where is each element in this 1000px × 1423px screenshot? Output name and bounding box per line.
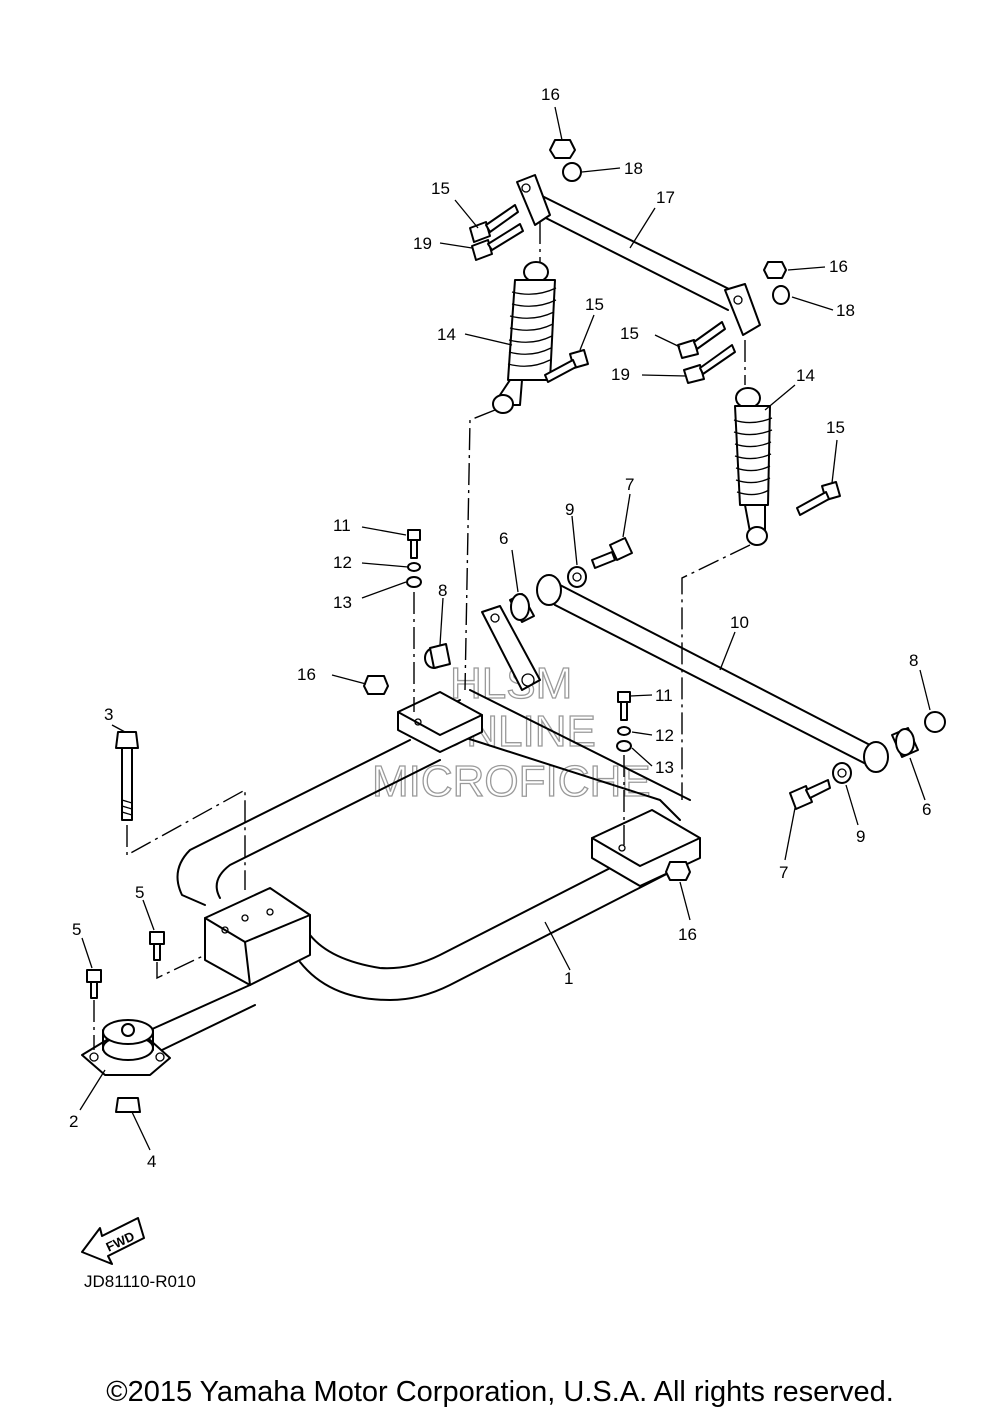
- callout-9: 9: [565, 500, 574, 519]
- callout-12: 12: [655, 726, 674, 745]
- callout-19: 19: [611, 365, 630, 384]
- upper-crossbar: [516, 174, 761, 336]
- callout-16: 16: [678, 925, 697, 944]
- bolt-3: [115, 731, 246, 890]
- callout-6: 6: [922, 800, 931, 819]
- callout-5: 5: [72, 920, 81, 939]
- callout-11: 11: [333, 516, 351, 535]
- callout-18: 18: [836, 301, 855, 320]
- fwd-arrow: FWD: [81, 1217, 145, 1265]
- callout-17: 17: [656, 188, 675, 207]
- callout-18: 18: [624, 159, 643, 178]
- nuts-16: [363, 139, 787, 881]
- watermark-line-3: MICROFICHE: [372, 757, 651, 806]
- callout-16: 16: [297, 665, 316, 684]
- callout-13: 13: [655, 758, 674, 777]
- callout-9: 9: [856, 827, 865, 846]
- callout-8: 8: [909, 651, 918, 670]
- callout-19: 19: [413, 234, 432, 253]
- callout-13: 13: [333, 593, 352, 612]
- callout-15: 15: [826, 418, 845, 437]
- callout-15: 15: [431, 179, 450, 198]
- leader-lines: [79, 106, 931, 1151]
- callout-14: 14: [796, 366, 815, 385]
- callout-5: 5: [135, 883, 144, 902]
- bolts-15-19: [469, 204, 841, 516]
- callout-15: 15: [620, 324, 639, 343]
- bolts-5: [86, 931, 206, 1050]
- callout-8: 8: [438, 581, 447, 600]
- callout-16: 16: [541, 85, 560, 104]
- callout-numbers: 16 18 17 15 19 14 15 16 18 15 19 14 15 7…: [69, 85, 931, 1171]
- rubber-mount: [81, 1019, 171, 1113]
- small-fasteners: [406, 529, 632, 845]
- callout-10: 10: [730, 613, 749, 632]
- callout-15: 15: [585, 295, 604, 314]
- callout-4: 4: [147, 1152, 156, 1171]
- callout-3: 3: [104, 705, 113, 724]
- shock-absorber-right: [681, 340, 773, 800]
- rod-hardware: [424, 537, 946, 810]
- rear-frame: [149, 605, 701, 1051]
- callout-11: 11: [655, 686, 673, 705]
- shock-absorber-left: [464, 222, 557, 691]
- lower-cross-rod: [536, 574, 889, 773]
- figure-code: JD81110-R010: [84, 1272, 196, 1291]
- callout-12: 12: [333, 553, 352, 572]
- callout-16: 16: [829, 257, 848, 276]
- callout-1: 1: [564, 969, 573, 988]
- callout-7: 7: [779, 863, 788, 882]
- callout-2: 2: [69, 1112, 78, 1131]
- washers-18: [562, 162, 790, 305]
- callout-7: 7: [625, 475, 634, 494]
- callout-14: 14: [437, 325, 456, 344]
- copyright-footer: ©2015 Yamaha Motor Corporation, U.S.A. A…: [106, 1376, 894, 1408]
- callout-6: 6: [499, 529, 508, 548]
